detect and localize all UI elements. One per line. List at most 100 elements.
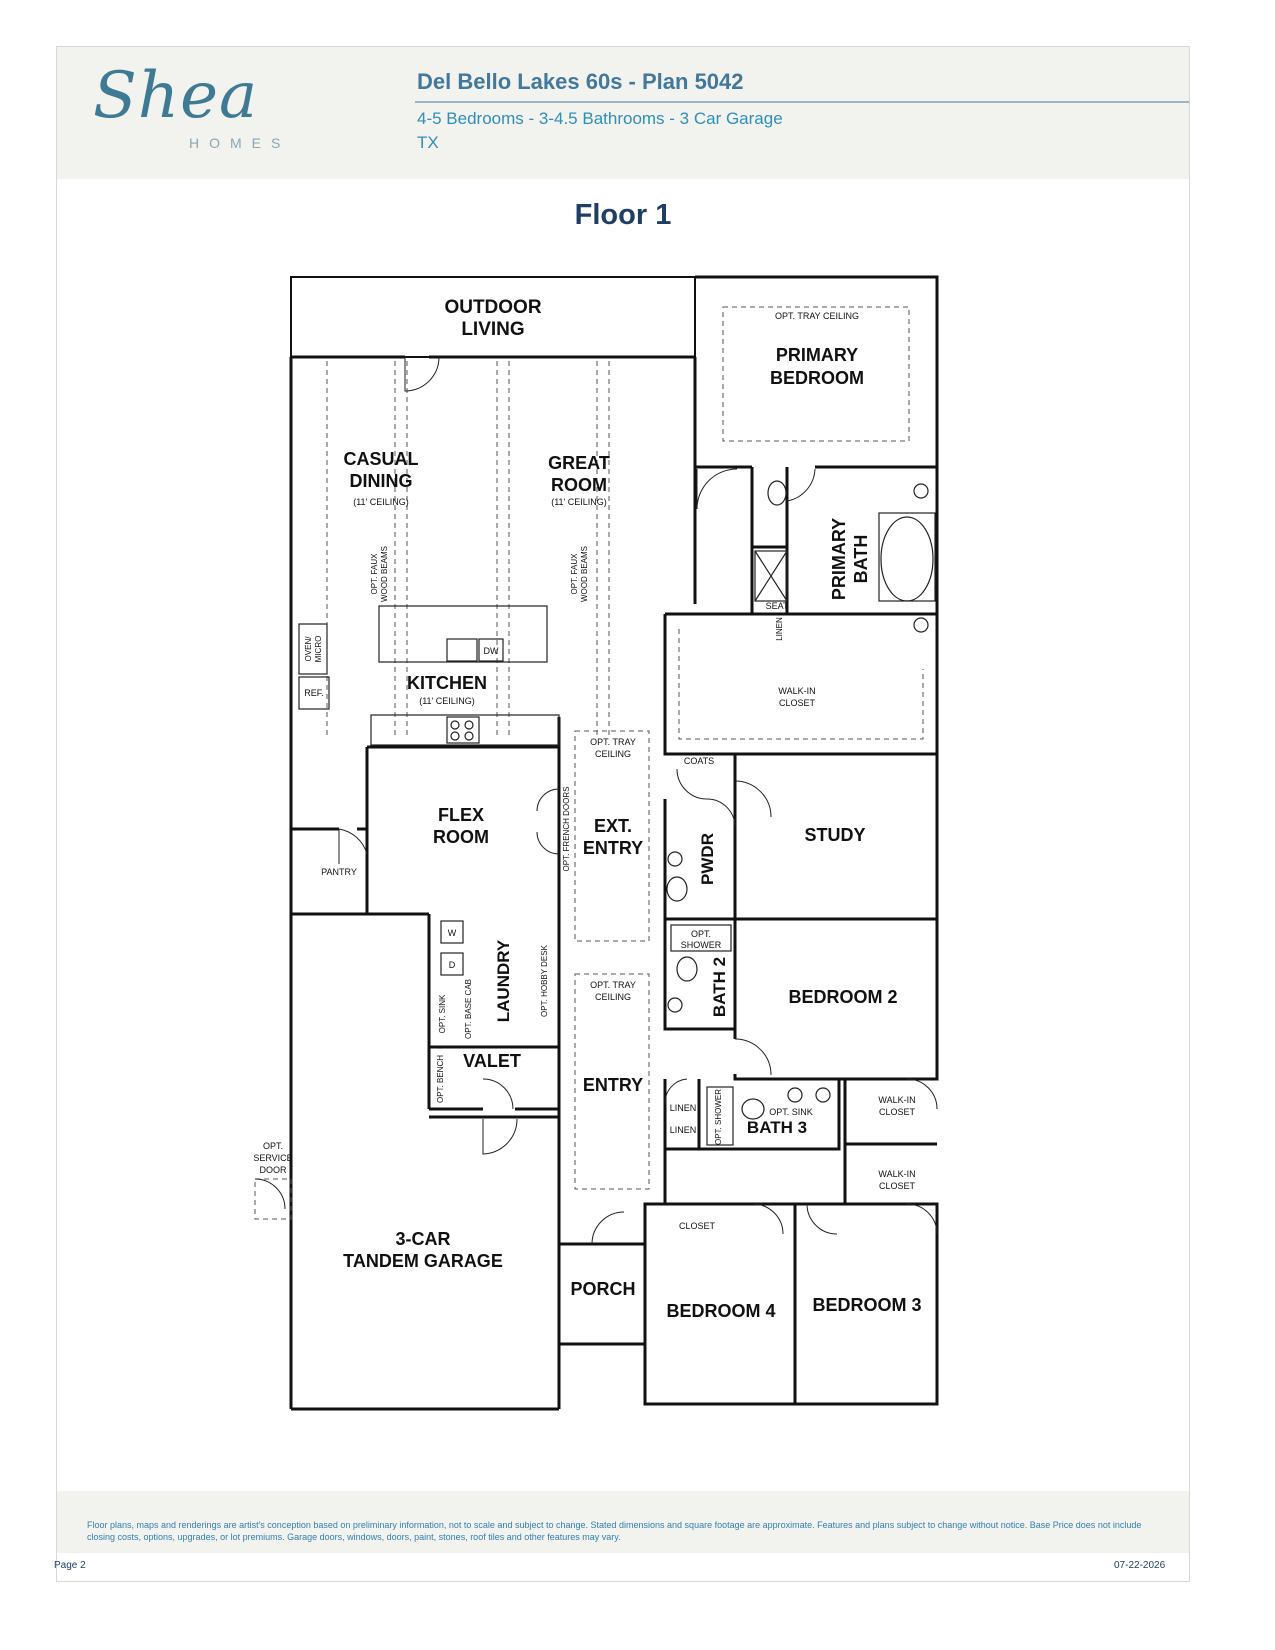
great-room-label-2: ROOM	[551, 475, 607, 495]
opt-tray-primary-note: OPT. TRAY CEILING	[775, 311, 859, 321]
laundry-walls	[427, 914, 559, 1111]
primary-bedroom-label-2: BEDROOM	[770, 368, 864, 388]
primary-toilet	[767, 480, 787, 506]
coats-note: COATS	[684, 756, 714, 766]
opt-sink-note: OPT. SINK	[438, 994, 447, 1033]
cooktop-burner-1	[450, 720, 460, 730]
bedroom3-walls	[795, 1202, 939, 1406]
casual-dining-label-1: CASUAL	[344, 449, 419, 469]
bath3-sink-1	[787, 1087, 803, 1103]
seat-note: SEAT	[766, 601, 789, 611]
door-bedroom3	[806, 1203, 838, 1235]
primary-suite-outline	[695, 275, 939, 757]
shea-homes-logo: Shea HOMES	[93, 59, 353, 165]
bath3-walls	[697, 1079, 841, 1151]
opt-base-cab-note: OPT. BASE CAB	[464, 979, 473, 1039]
plan-title: Del Bello Lakes 60s - Plan 5042	[417, 69, 744, 94]
logo-script: Shea	[93, 59, 259, 133]
opt-faux-right-note-1: OPT. FAUX	[570, 553, 579, 595]
footer-band: Floor plans, maps and renderings are art…	[57, 1491, 1189, 1553]
page-date: 07-22-2026	[1114, 1560, 1166, 1571]
cooktop-burner-3	[450, 731, 460, 741]
washer	[440, 920, 464, 944]
primary-sink-1	[913, 483, 929, 499]
valet-label: VALET	[463, 1051, 521, 1071]
opt-shower-bath2-note-1: OPT.	[691, 929, 711, 939]
flex-room-label-2: ROOM	[433, 827, 489, 847]
faux-beams-right	[496, 361, 610, 739]
flex-room-label-1: FLEX	[438, 805, 484, 825]
dashed-options	[254, 306, 924, 1220]
bedroom-2-label: BEDROOM 2	[788, 987, 897, 1007]
opt-shower-bath3-note: OPT. SHOWER	[714, 1089, 723, 1145]
washer-note: W	[448, 928, 457, 938]
opt-faux-left-note-1: OPT. FAUX	[370, 553, 379, 595]
great-room-label-1: GREAT	[548, 453, 610, 473]
entry-label: ENTRY	[583, 1075, 643, 1095]
study-label: STUDY	[804, 825, 865, 845]
door-valet	[482, 1118, 518, 1155]
primary-sink-2	[913, 617, 929, 633]
cooktop	[446, 716, 480, 744]
kitchen-ceiling-note: (11' CEILING)	[419, 696, 475, 706]
opt-tray-ceiling-ext-outline	[574, 730, 650, 942]
ext-entry-label-1: EXT.	[594, 816, 632, 836]
opt-service-door-outline	[254, 1178, 292, 1220]
bath2-shower	[670, 924, 732, 952]
bath2-toilet	[676, 956, 698, 982]
door-outdoor	[404, 356, 440, 392]
opt-bench-note: OPT. BENCH	[436, 1055, 445, 1103]
walk-in-primary-note-2: CLOSET	[779, 698, 816, 708]
plan-specs: 4-5 Bedrooms - 3-4.5 Bathrooms - 3 Car G…	[417, 109, 783, 128]
closet-note: CLOSET	[679, 1221, 716, 1231]
door-walkin-2	[906, 1203, 938, 1235]
opt-sink-bath3-note: OPT. SINK	[769, 1107, 813, 1117]
page-number: Page 2	[54, 1560, 86, 1571]
primary-shower-diagonal	[754, 550, 788, 602]
walkin-primary-walls	[663, 612, 937, 756]
opt-tray-ceiling-entry-outline	[574, 973, 650, 1190]
linen-2-note: LINEN	[670, 1125, 697, 1135]
oven-micro-note-2: MICRO	[314, 636, 323, 663]
walk-in-1-note-2: CLOSET	[879, 1107, 916, 1117]
ext-entry-label-2: ENTRY	[583, 838, 643, 858]
room-labels: OUTDOOR LIVING PRIMARY BEDROOM CASUAL DI…	[343, 297, 921, 1321]
door-porch	[591, 1211, 625, 1245]
bath2-walls	[663, 919, 735, 1031]
primary-bath-label-2: BATH	[851, 535, 871, 584]
rotated-notes: OPT. FAUX WOOD BEAMS OPT. FAUX WOOD BEAM…	[304, 546, 784, 1145]
title-divider	[415, 101, 1189, 103]
disclaimer: Floor plans, maps and renderings are art…	[87, 1520, 1142, 1542]
pwdr-label: PWDR	[698, 833, 717, 885]
opt-service-door-note-1: OPT.	[263, 1141, 283, 1151]
opt-shower-bath2-note-2: SHOWER	[681, 940, 722, 950]
oven-micro-note-1: OVEN/	[304, 636, 313, 662]
walkin-primary-shelf	[678, 629, 924, 740]
small-notes: OPT. TRAY CEILING (11' CEILING) (11' CEI…	[253, 311, 915, 1231]
oven-micro-cabinet	[298, 623, 328, 675]
cooktop-burner-4	[464, 731, 474, 741]
opt-faux-left-note-2: WOOD BEAMS	[380, 546, 389, 602]
door-laundry	[482, 1078, 514, 1110]
door-pantry	[338, 828, 368, 864]
walk-in-primary-note-1: WALK-IN	[778, 686, 815, 696]
laundry-label: LAUNDRY	[494, 939, 513, 1022]
pwdr-sink	[667, 851, 683, 867]
pantry-note: PANTRY	[321, 867, 357, 877]
outdoor-living-label-2: LIVING	[461, 319, 524, 340]
opt-french-doors-note: OPT. FRENCH DOORS	[562, 787, 571, 872]
primary-shower	[754, 550, 788, 602]
casual-dining-ceiling-note: (11' CEILING)	[353, 497, 409, 507]
linen-1-note: LINEN	[670, 1103, 697, 1113]
page-sheet: Shea HOMES Del Bello Lakes 60s - Plan 50…	[56, 46, 1190, 1582]
floor-plan: OUTDOOR LIVING PRIMARY BEDROOM CASUAL DI…	[253, 275, 939, 1411]
garage-label-2: TANDEM GARAGE	[343, 1251, 503, 1271]
logo-subtitle: HOMES	[189, 135, 291, 151]
door-service	[254, 1178, 286, 1210]
opt-tray-ext-note-2: CEILING	[595, 749, 631, 759]
door-pwdr	[706, 798, 736, 828]
plan-state: TX	[417, 133, 439, 152]
kitchen-island	[378, 605, 548, 663]
dishwasher	[478, 638, 504, 662]
fixtures	[298, 480, 936, 1146]
